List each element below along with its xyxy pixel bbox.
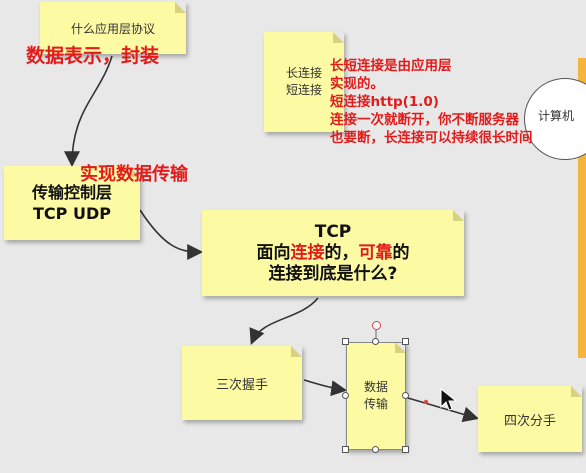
note-tcp-line3: 连接到底是什么? [268,263,398,284]
rotate-handle[interactable] [372,321,381,330]
note-app-protocol-text: 什么应用层协议 [70,21,155,36]
computer-node[interactable]: 计算机 [524,78,586,160]
note-long-text: 长连接 [285,66,322,80]
resize-handle-n[interactable] [372,338,379,345]
resize-handle-e[interactable] [402,392,409,399]
note-transport-title: 传输控制层 [31,183,112,202]
side-panel-edge [578,58,586,358]
edge-handshake-to-data [303,379,348,397]
explain-line-3: 短连接http(1.0) [330,94,439,110]
note-four-way-wave[interactable]: 四次分手 [478,386,582,452]
note-handshake-text: 三次握手 [215,377,268,393]
note-data-text-2: 传输 [363,397,388,411]
tcp-line2-connection: 连接 [290,242,325,263]
resize-handle-se[interactable] [402,446,409,453]
tcp-line2-pre: 面向 [256,242,291,263]
edge-protocol-to-transport [64,55,113,168]
note-transport-layer[interactable]: 传输控制层 TCP UDP [4,166,140,240]
computer-node-label: 计算机 [538,109,575,123]
annotation-connection-explanation: 长短连接是由应用层 实现的。 短连接http(1.0) 连接一次就断开，你不断服… [330,57,586,147]
note-wave-text: 四次分手 [503,413,556,429]
note-long-short-connection[interactable]: 长连接 短连接 [264,32,344,132]
note-tcp-line2: 面向连接的，可靠的 [257,243,410,264]
tcp-line2-mid: 的， [324,242,359,263]
mouse-pointer-icon [440,388,458,411]
tcp-line2-reliable: 可靠 [358,242,393,263]
resize-handle-nw[interactable] [342,338,349,345]
resize-handle-sw[interactable] [342,446,349,453]
note-tcp-title: TCP [314,221,352,242]
annotation-data-transfer: 实现数据传输 [80,164,188,185]
edge-midpoint-marker [423,399,429,405]
resize-handle-s[interactable] [372,446,379,453]
annotation-encapsulation: 数据表示，封装 [26,45,160,67]
note-app-protocol[interactable]: 什么应用层协议 [40,2,186,54]
note-three-way-handshake[interactable]: 三次握手 [182,346,302,420]
note-transport-protocols: TCP UDP [33,204,111,223]
explain-line-2: 实现的。 [330,76,384,92]
note-data-text-1: 数据 [363,380,388,394]
edge-transport-to-tcp [139,209,204,260]
edge-tcp-to-handshake [249,297,319,345]
resize-handle-w[interactable] [342,392,349,399]
resize-handle-ne[interactable] [402,338,409,345]
edge-data-to-wave [407,397,480,423]
explain-line-1: 长短连接是由应用层 [330,58,452,74]
explain-line-5: 也要断，长连接可以持续很长时间 [330,130,533,146]
note-data-transfer[interactable]: 数据 传输 [346,342,406,450]
tcp-line2-post: 的 [392,242,410,263]
note-short-text: 短连接 [285,83,322,97]
note-tcp[interactable]: TCP 面向连接的，可靠的 连接到底是什么? [202,210,464,296]
explain-line-4: 连接一次就断开，你不断服务器 [330,112,519,128]
